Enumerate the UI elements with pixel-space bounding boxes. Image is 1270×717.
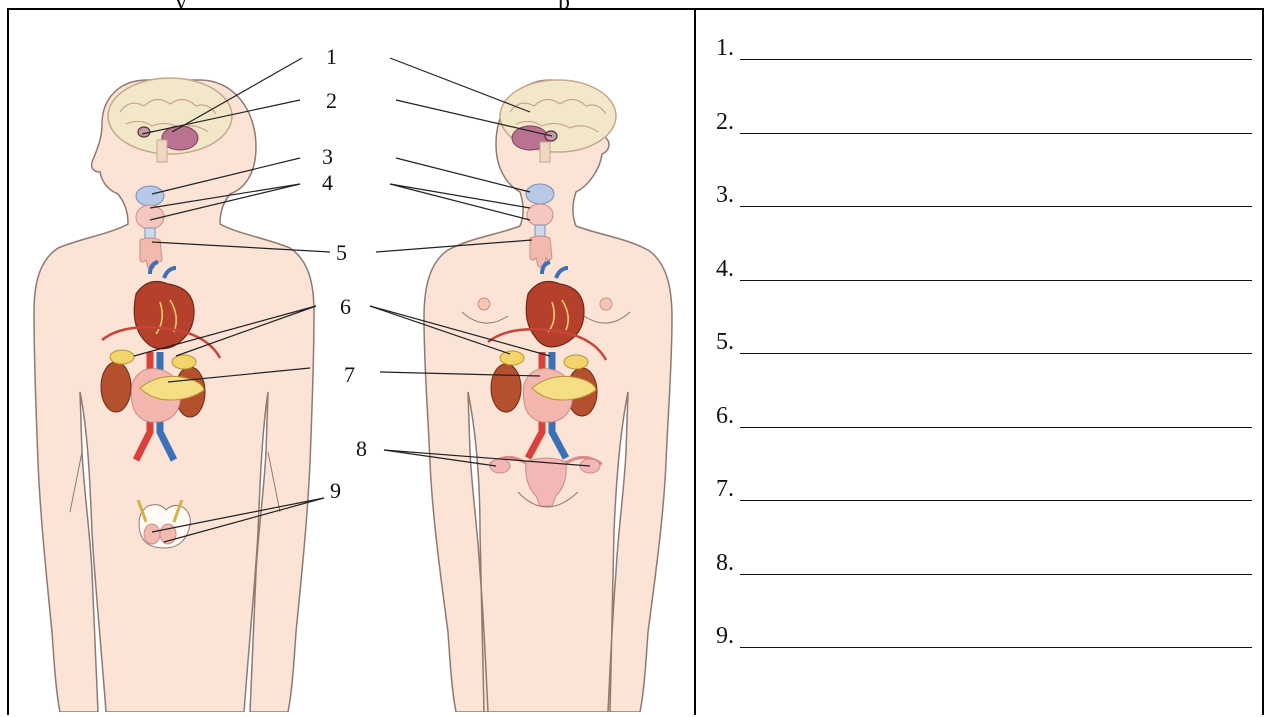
male-adrenal-left xyxy=(110,350,134,364)
diagram-label-5: 5 xyxy=(336,240,347,265)
answer-row-1[interactable]: 1. xyxy=(712,34,1252,108)
answer-blank-line[interactable] xyxy=(740,59,1252,60)
endocrine-diagram-svg: 1 2 3 4 5 6 7 8 9 xyxy=(10,12,690,712)
female-brainstem xyxy=(540,142,550,162)
diagram-label-9: 9 xyxy=(330,478,341,503)
diagram-label-7: 7 xyxy=(344,362,355,387)
answer-row-3[interactable]: 3. xyxy=(712,181,1252,255)
female-trachea xyxy=(535,225,545,237)
table-column-divider xyxy=(694,8,696,715)
diagram-label-4: 4 xyxy=(322,170,333,195)
female-kidney-left xyxy=(491,364,521,412)
answer-blank-line[interactable] xyxy=(740,353,1252,354)
endocrine-system-diagram: 1 2 3 4 5 6 7 8 9 xyxy=(10,12,690,712)
diagram-label-3: 3 xyxy=(322,144,333,169)
answer-number: 7. xyxy=(716,475,734,503)
female-thyroid xyxy=(526,184,554,204)
female-breast-left xyxy=(478,298,490,310)
answer-number: 9. xyxy=(716,622,734,650)
answer-row-6[interactable]: 6. xyxy=(712,402,1252,476)
answer-number: 8. xyxy=(716,549,734,577)
answer-blank-line[interactable] xyxy=(740,647,1252,648)
answer-number: 2. xyxy=(716,108,734,136)
male-testis-left xyxy=(144,524,160,544)
male-pituitary xyxy=(138,127,150,137)
diagram-label-8: 8 xyxy=(356,436,367,461)
leader-4-female-b xyxy=(390,184,530,220)
female-breast-right xyxy=(600,298,612,310)
male-kidney-left xyxy=(101,362,131,412)
answer-blank-line[interactable] xyxy=(740,133,1252,134)
leader-4-female-a xyxy=(390,184,530,208)
answer-row-5[interactable]: 5. xyxy=(712,328,1252,402)
answer-blank-line[interactable] xyxy=(740,427,1252,428)
answer-number: 5. xyxy=(716,328,734,356)
answer-number: 3. xyxy=(716,181,734,209)
answer-list: 1. 2. 3. 4. 5. 6. 7. 8. 9. xyxy=(712,34,1252,696)
diagram-labels: 1 2 3 4 5 6 7 8 9 xyxy=(322,44,367,503)
answer-blank-line[interactable] xyxy=(740,206,1252,207)
male-parathyroid xyxy=(136,205,164,229)
answer-row-2[interactable]: 2. xyxy=(712,108,1252,182)
answer-number: 6. xyxy=(716,402,734,430)
answer-blank-line[interactable] xyxy=(740,280,1252,281)
diagram-label-1: 1 xyxy=(326,44,337,69)
answer-number: 4. xyxy=(716,255,734,283)
answer-blank-line[interactable] xyxy=(740,574,1252,575)
male-adrenal-right xyxy=(172,355,196,369)
male-thyroid xyxy=(136,186,164,206)
answer-row-8[interactable]: 8. xyxy=(712,549,1252,623)
answer-row-4[interactable]: 4. xyxy=(712,255,1252,329)
answer-row-7[interactable]: 7. xyxy=(712,475,1252,549)
female-parathyroid xyxy=(527,204,553,226)
male-figure xyxy=(34,78,314,712)
answer-row-9[interactable]: 9. xyxy=(712,622,1252,696)
answer-number: 1. xyxy=(716,34,734,62)
diagram-label-2: 2 xyxy=(326,88,337,113)
answer-blank-line[interactable] xyxy=(740,500,1252,501)
female-adrenal-left xyxy=(500,351,524,365)
female-adrenal-right xyxy=(564,355,588,369)
diagram-label-6: 6 xyxy=(340,294,351,319)
male-brainstem xyxy=(157,140,167,162)
